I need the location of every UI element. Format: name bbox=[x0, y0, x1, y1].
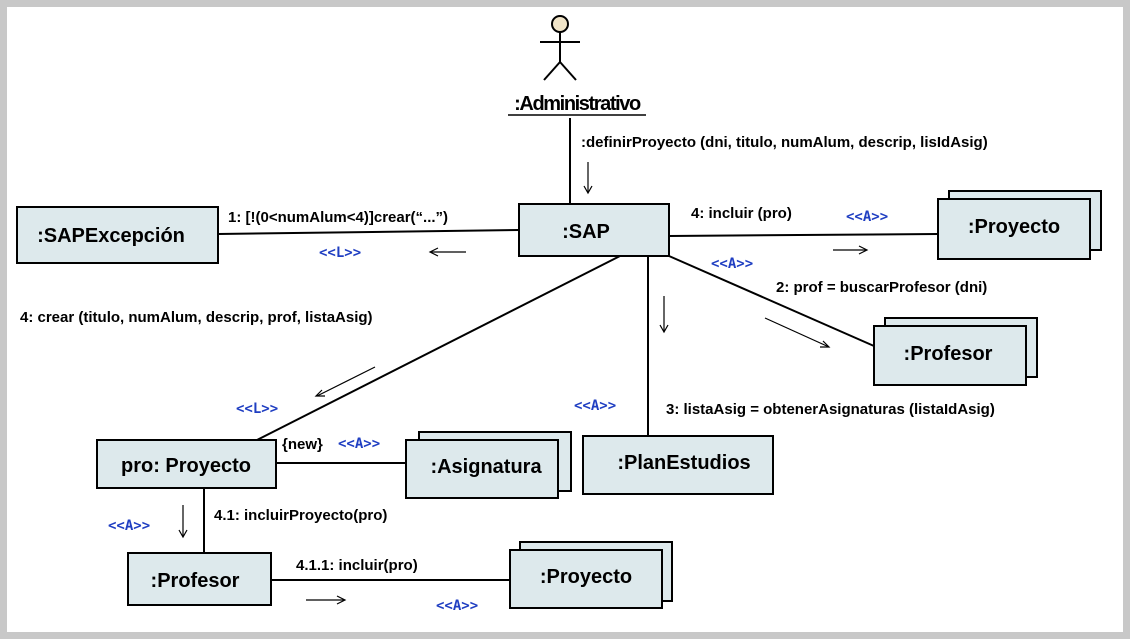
arrow-obtener bbox=[659, 296, 669, 334]
object-plan-estudios: :PlanEstudios bbox=[582, 435, 774, 495]
svg-text::Profesor: :Profesor bbox=[904, 343, 993, 365]
message-crear-proyecto: 4: crear (titulo, numAlum, descrip, prof… bbox=[20, 309, 373, 326]
message-incluir-final: 4.1.1: incluir(pro) bbox=[296, 557, 418, 574]
actor-label: :Administrativo bbox=[514, 93, 641, 115]
message-arrows bbox=[178, 162, 869, 605]
svg-text::SAPExcepción: :SAPExcepción bbox=[37, 225, 185, 247]
stereotype-a-asignatura: <<A>> bbox=[338, 436, 380, 452]
svg-text::Proyecto: :Proyecto bbox=[540, 566, 632, 588]
svg-text::SAP: :SAP bbox=[562, 221, 610, 243]
stereotype-l-pro: <<L>> bbox=[236, 401, 278, 417]
arrow-crear-proyecto bbox=[314, 366, 376, 397]
arrow-incluir-proyecto bbox=[178, 505, 188, 539]
object-proyecto-bottom: :Proyecto bbox=[509, 549, 663, 609]
arrow-buscar-profesor bbox=[764, 317, 831, 348]
svg-text::PlanEstudios: :PlanEstudios bbox=[617, 452, 750, 474]
link-sap-profesor bbox=[668, 255, 875, 347]
stereotype-a-planestudios: <<A>> bbox=[574, 398, 616, 414]
message-incluir-pro: 4: incluir (pro) bbox=[691, 205, 792, 222]
object-profesor-bottom: :Profesor bbox=[127, 552, 272, 606]
link-sap-pro bbox=[256, 255, 621, 441]
object-pro-proyecto: pro: Proyecto bbox=[96, 439, 277, 489]
object-proyecto-top: :Proyecto bbox=[937, 198, 1091, 260]
stereotype-a-profesor: <<A>> bbox=[711, 256, 753, 272]
arrow-crear-excepcion bbox=[428, 247, 466, 257]
stereotype-a-profesor-bottom: <<A>> bbox=[108, 518, 150, 534]
arrow-incluir-final bbox=[306, 595, 347, 605]
message-incluir-proyecto: 4.1: incluirProyecto(pro) bbox=[214, 507, 387, 524]
link-sap-excepcion bbox=[217, 229, 520, 235]
object-sap: :SAP bbox=[518, 203, 670, 257]
message-obtener-asignaturas: 3: listaAsig = obtenerAsignaturas (lista… bbox=[666, 401, 995, 418]
message-definir: :definirProyecto (dni, titulo, numAlum, … bbox=[581, 134, 988, 151]
arrow-definir bbox=[583, 162, 593, 195]
stereotype-a-proyecto: <<A>> bbox=[846, 209, 888, 225]
actor-icon bbox=[540, 15, 580, 81]
link-sap-proyecto bbox=[668, 233, 939, 237]
svg-text::Asignatura: :Asignatura bbox=[430, 456, 542, 478]
object-profesor-mid: :Profesor bbox=[873, 325, 1027, 386]
arrow-incluir-pro bbox=[833, 245, 869, 255]
associations bbox=[203, 118, 939, 581]
object-sap-excepcion: :SAPExcepción bbox=[16, 206, 219, 264]
svg-text:pro: Proyecto: pro: Proyecto bbox=[121, 455, 251, 477]
message-crear-excepcion: 1: [!(0<numAlum<4)]crear(“...”) bbox=[228, 209, 448, 226]
svg-text::Proyecto: :Proyecto bbox=[968, 216, 1060, 238]
stereotype-a-proyecto-bottom: <<A>> bbox=[436, 598, 478, 614]
message-buscar-profesor: 2: prof = buscarProfesor (dni) bbox=[776, 279, 987, 296]
stereotype-l-excepcion: <<L>> bbox=[319, 245, 361, 261]
object-asignatura: :Asignatura bbox=[405, 439, 559, 499]
constraint-new: {new} bbox=[282, 436, 323, 453]
svg-text::Profesor: :Profesor bbox=[151, 570, 240, 592]
